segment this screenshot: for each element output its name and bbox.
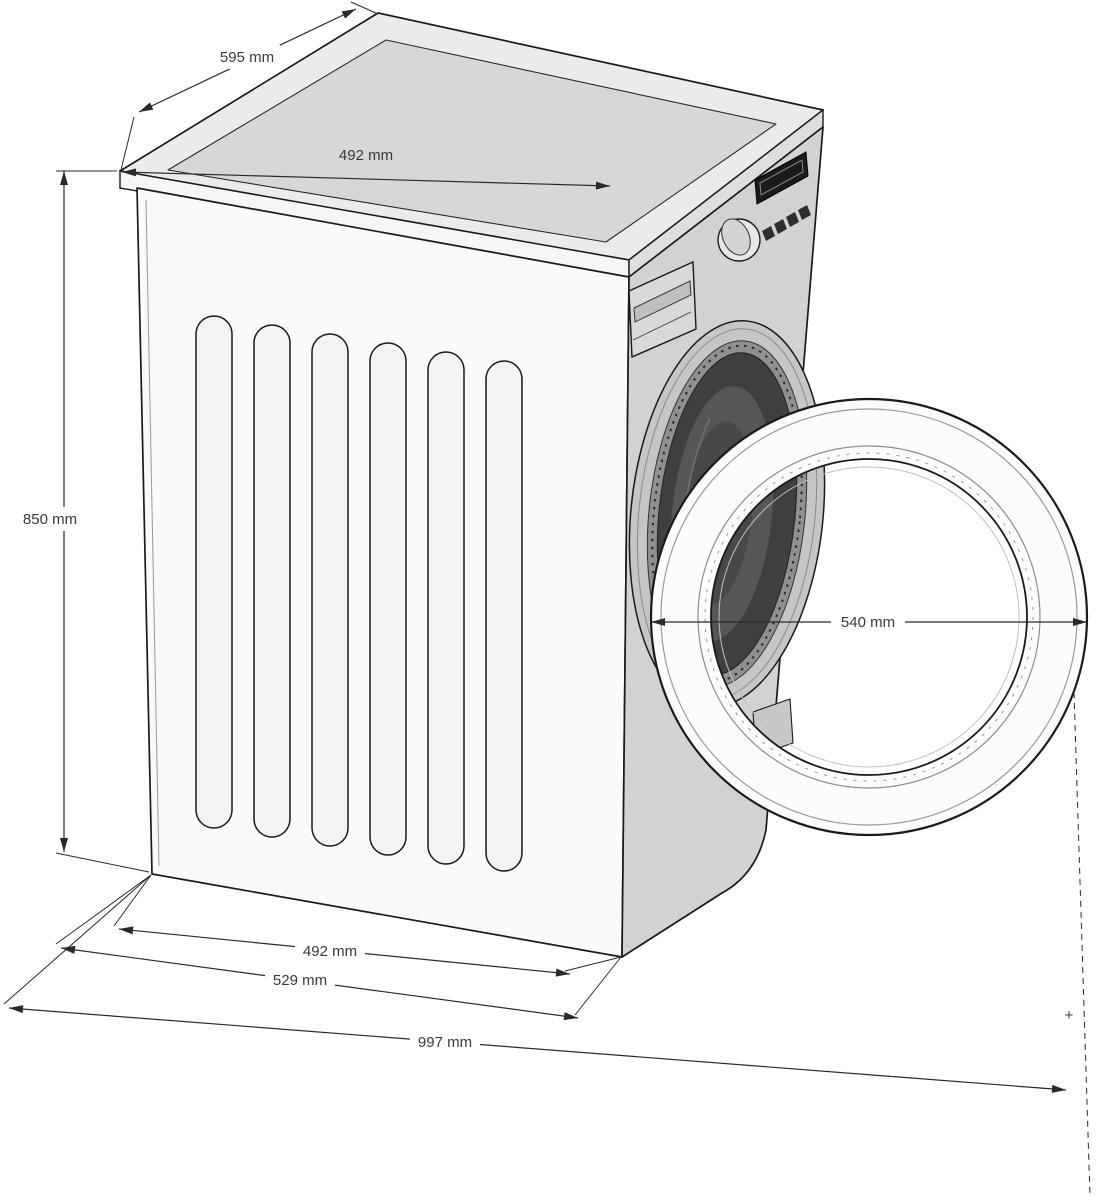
label-background bbox=[214, 45, 280, 69]
label-background bbox=[265, 968, 335, 992]
open-door-ring bbox=[649, 397, 1089, 837]
vent-groove bbox=[427, 351, 465, 865]
dimensions: 595 mm 492 mm 850 mm 540 mm 492 mm bbox=[3, 1, 1091, 1198]
vent-groove bbox=[195, 315, 233, 829]
extension-line bbox=[574, 956, 622, 1016]
door-frame-line-inner bbox=[697, 445, 1041, 789]
vent-groove bbox=[369, 342, 407, 856]
left-panel-bevel-line bbox=[145, 199, 160, 867]
door-swing-plus-marker: + bbox=[1065, 1007, 1074, 1024]
drum-rim-ticks bbox=[651, 344, 803, 684]
vent-grooves bbox=[195, 315, 523, 872]
extension-line bbox=[55, 852, 150, 873]
extension-line bbox=[350, 1, 379, 15]
dimension-label-top-depth: 595 mm bbox=[220, 49, 274, 66]
detergent-drawer-handle bbox=[633, 280, 692, 323]
door-swing-extension-dashed bbox=[1073, 691, 1091, 1198]
program-knob-top bbox=[721, 218, 751, 256]
dimension-top-width: 492 mm bbox=[121, 147, 611, 190]
label-background bbox=[410, 1030, 480, 1054]
washing-machine bbox=[119, 12, 1089, 958]
control-buttons bbox=[762, 205, 811, 241]
label-background bbox=[831, 609, 905, 634]
door-frame-texture bbox=[704, 452, 1034, 782]
extension-line bbox=[3, 874, 152, 1005]
dimension-height: 850 mm bbox=[13, 170, 150, 873]
vent-groove bbox=[311, 333, 349, 847]
dimension-label-overall-depth: 997 mm bbox=[418, 1034, 472, 1051]
dimension-overall-depth: 997 mm + bbox=[3, 691, 1091, 1198]
extension-line bbox=[55, 874, 152, 945]
extension-line bbox=[564, 956, 622, 972]
dimension-label-bottom-depth: 529 mm bbox=[273, 972, 327, 989]
control-display-inner bbox=[759, 159, 804, 196]
dimension-bottom-depth: 529 mm bbox=[55, 874, 622, 1021]
dimension-line bbox=[8, 1005, 1067, 1093]
door-glass-edge bbox=[710, 458, 1028, 776]
dimension-door-diameter: 540 mm bbox=[651, 609, 1087, 634]
dimension-top-depth: 595 mm bbox=[120, 1, 379, 171]
dimension-label-top-width: 492 mm bbox=[339, 147, 393, 164]
vent-groove bbox=[253, 324, 291, 838]
label-background bbox=[13, 507, 87, 531]
detergent-drawer-slot bbox=[632, 311, 692, 341]
vent-groove bbox=[485, 360, 523, 872]
extension-line bbox=[120, 116, 135, 171]
dimension-label-bottom-width: 492 mm bbox=[303, 943, 357, 960]
machine-left-panel bbox=[136, 187, 630, 958]
dimension-label-height: 850 mm bbox=[23, 511, 77, 528]
control-button bbox=[798, 205, 811, 220]
door-frame-line-outer bbox=[660, 408, 1078, 826]
door-glass-inner-line bbox=[718, 466, 1020, 768]
control-button bbox=[786, 212, 799, 227]
extension-line bbox=[113, 874, 152, 927]
control-button bbox=[762, 226, 775, 241]
dimension-line bbox=[121, 168, 611, 190]
control-button bbox=[774, 219, 787, 234]
door-outer-edge bbox=[649, 397, 1089, 837]
dimension-label-door-diameter: 540 mm bbox=[841, 614, 895, 631]
